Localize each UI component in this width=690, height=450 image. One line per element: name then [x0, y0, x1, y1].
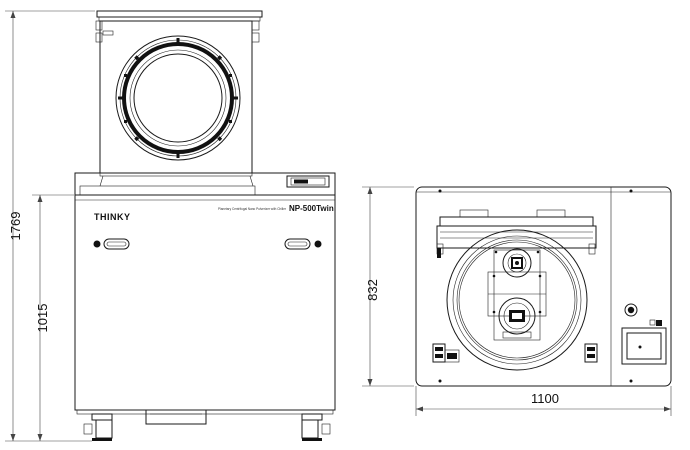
brand-logo: THINKY: [94, 212, 131, 222]
left-latch: [432, 343, 460, 363]
top-outline: [415, 186, 672, 387]
dim-label-1100: 1100: [531, 391, 559, 406]
dim-width: 1100: [415, 386, 672, 416]
rotor-chamber: [446, 229, 588, 371]
label-plate-icon: [102, 30, 114, 36]
right-latch: [584, 343, 598, 363]
control-panel-display: [286, 175, 330, 188]
container-upper: [502, 248, 532, 278]
ring-bolts: [118, 38, 238, 158]
view-window-outer-ring: [115, 35, 241, 161]
dim-label-832: 832: [365, 279, 380, 301]
container-lower: [498, 297, 536, 335]
caster-right: [301, 413, 331, 441]
product-subtitle: Planetary Centrifugal Nano Pulverizer wi…: [218, 207, 287, 211]
dim-total-height: 1769: [5, 10, 95, 442]
model-name: NP-500Twin: [289, 204, 334, 213]
upper-housing: [95, 10, 263, 187]
power-switch: [621, 319, 667, 365]
dim-label-1015: 1015: [35, 304, 50, 333]
right-handle: [284, 238, 322, 250]
front-view: THINKY Planetary Centrifugal Nano Pulver…: [5, 10, 336, 442]
drawer: [145, 409, 207, 425]
dim-body-height: 1015: [32, 194, 74, 441]
caster-left: [83, 413, 113, 441]
top-view: 832 1100: [362, 186, 672, 416]
left-handle: [93, 238, 130, 250]
main-body: THINKY Planetary Centrifugal Nano Pulver…: [74, 172, 336, 425]
control-knob: [624, 303, 638, 317]
dim-label-1769: 1769: [8, 212, 23, 241]
dim-depth: 832: [362, 186, 414, 387]
